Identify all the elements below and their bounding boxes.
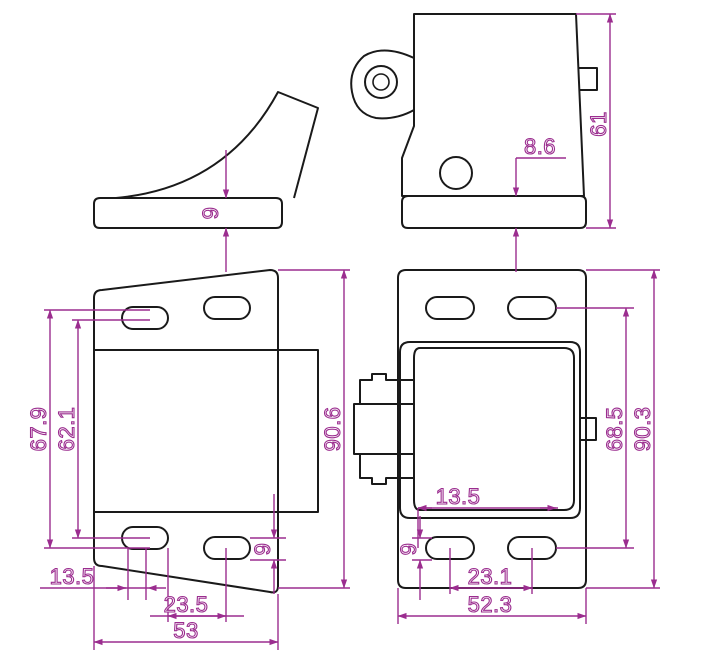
front-view-roller-arm [350,49,415,120]
dim-left-slot-offset: 13.5 [50,564,95,589]
plan-view-left [93,269,319,594]
dim-left-outer-span: 67.9 [26,407,51,452]
dim-right-slot-height: 9 [396,543,421,556]
dimension-lines [40,13,660,650]
mounting-hole-icon [439,156,473,190]
roller-hub-icon [372,73,390,91]
slot-icon [203,296,251,320]
front-view-pin [578,67,598,91]
plan-right-block-inner [413,347,575,511]
dim-left-total-width: 53 [173,618,198,643]
slot-icon [121,306,169,330]
dim-right-total-width: 52.3 [468,592,513,617]
dim-right-slot-pitch: 23.1 [468,564,513,589]
dim-left-total-height: 90.6 [320,407,345,452]
front-view-body [401,13,585,197]
roller-housing [359,373,415,405]
roller-wheel-icon [364,65,398,99]
plan-right-block-outer [399,341,581,519]
plan-view-right [353,269,597,589]
slot-icon [203,536,251,560]
dim-front-top-height: 61 [586,111,611,136]
dim-right-slot-span: 68.5 [602,407,627,452]
slot-icon [425,296,475,320]
side-view-base-plate [93,197,283,229]
dim-right-slot-offset: 13.5 [436,484,481,509]
slot-icon [507,296,557,320]
dim-side-top-height: 9 [198,207,223,220]
roller-body [353,403,415,455]
plan-left-plate [93,269,279,594]
front-view-base-plate [401,195,587,229]
dimension-labels: 9 61 8.6 67.9 62.1 90.6 13.5 23.5 53 9 6… [25,111,655,644]
dim-right-total-height: 90.3 [630,407,655,452]
dim-left-slot-height: 9 [250,543,275,556]
plan-right-pin [580,417,597,441]
plan-left-block [94,349,319,513]
side-view [93,91,319,229]
side-view-arm [115,91,319,199]
dim-left-inner-span: 62.1 [54,407,79,452]
plan-right-plate [397,269,587,589]
roller-housing [359,453,415,485]
dim-front-top-offset: 8.6 [524,134,556,159]
front-view [350,13,598,229]
dim-left-slot-pitch: 23.5 [164,592,209,617]
